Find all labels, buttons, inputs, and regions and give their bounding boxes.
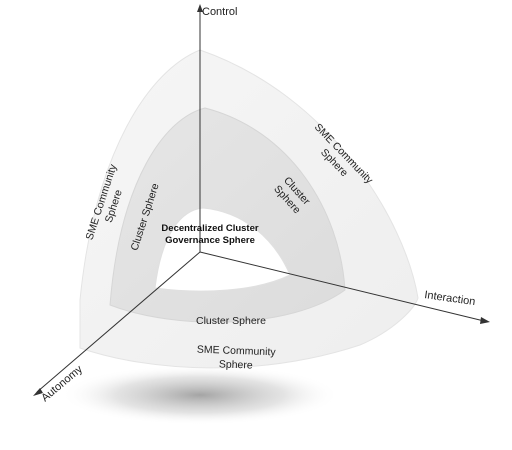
interaction-axis-line xyxy=(199,251,485,322)
interaction-axis-label: Interaction xyxy=(424,289,477,308)
core-sphere xyxy=(154,207,291,292)
svg-text:Governance Sphere: Governance Sphere xyxy=(165,235,255,246)
control-axis-label: Control xyxy=(202,6,237,18)
svg-text:Sphere: Sphere xyxy=(219,358,253,371)
outer-bottom-label: SME Community Sphere xyxy=(197,344,277,372)
autonomy-axis-arrow xyxy=(33,388,43,396)
core-label: Decentralized Cluster Governance Sphere xyxy=(161,223,258,246)
axes xyxy=(33,4,490,396)
svg-text:Decentralized Cluster: Decentralized Cluster xyxy=(161,223,258,234)
middle-bottom-label: Cluster Sphere xyxy=(196,315,266,327)
control-axis-arrow xyxy=(197,4,203,12)
interaction-axis-arrow xyxy=(480,317,490,324)
drop-shadow xyxy=(60,365,340,425)
autonomy-axis-line xyxy=(36,251,201,393)
svg-text:SME Community: SME Community xyxy=(197,344,277,359)
